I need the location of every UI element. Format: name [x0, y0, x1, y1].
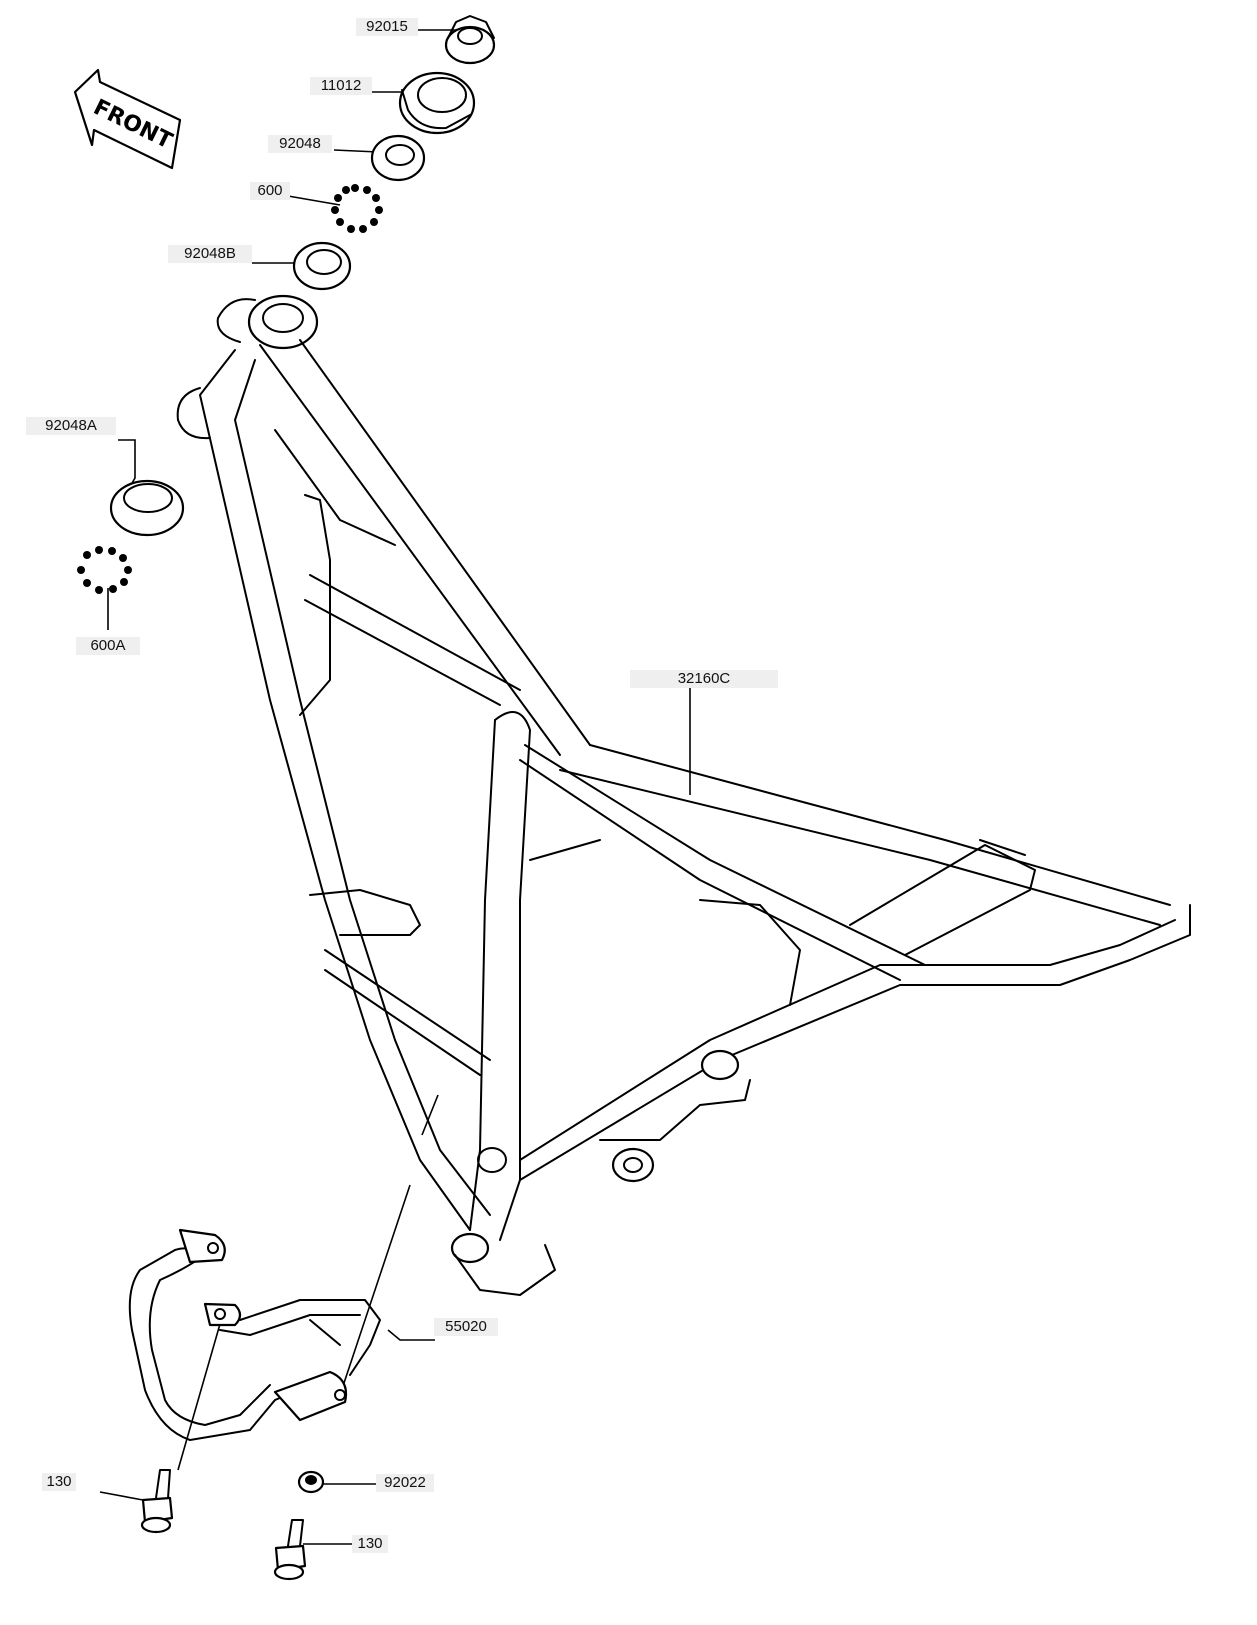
frame-icon [176, 294, 1191, 1296]
part-label-55020: 55020 [434, 1318, 498, 1336]
bolt-icon [273, 1519, 307, 1581]
part-label-130-b: 130 [352, 1535, 388, 1553]
part-label-600A: 600A [76, 637, 140, 655]
leader-lines [99, 29, 691, 1545]
part-label-92048: 92048 [268, 135, 332, 153]
part-label-600: 600 [250, 182, 290, 200]
engine-guard-icon [128, 1228, 381, 1441]
upper-bearing-race-icon [370, 134, 426, 182]
front-arrow-icon: FRONT [73, 68, 182, 170]
upper-head-cup-icon [292, 241, 352, 291]
part-label-130-a: 130 [42, 1473, 76, 1491]
part-label-92048B: 92048B [168, 245, 252, 263]
part-label-92048A: 92048A [26, 417, 116, 435]
lower-ball-bearing-icon [77, 546, 132, 594]
washer-icon [297, 1470, 325, 1494]
steering-stem-nut-icon [444, 15, 496, 65]
part-label-92022: 92022 [376, 1474, 434, 1492]
upper-ball-bearing-icon [331, 184, 383, 233]
part-label-32160C: 32160C [630, 670, 778, 688]
part-label-11012: 11012 [310, 77, 372, 95]
lower-bearing-race-icon [109, 479, 185, 537]
dust-cap-icon [398, 71, 476, 135]
bolt-icon [140, 1469, 174, 1534]
part-label-92015: 92015 [356, 18, 418, 36]
